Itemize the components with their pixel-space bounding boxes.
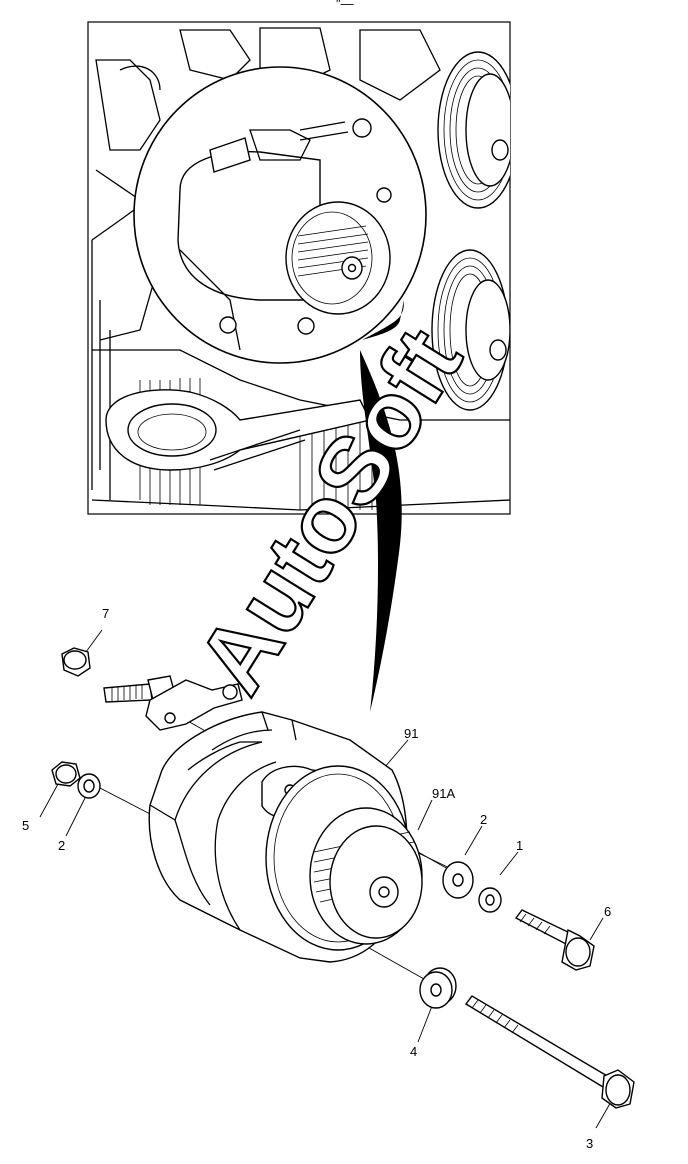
part-4-spacer [419, 967, 457, 1009]
crank-pulley-lower [431, 249, 510, 411]
part-7-nut [61, 647, 91, 677]
engine-inset-view [87, 21, 511, 515]
callout-2-left: 2 [58, 838, 65, 853]
detail-pointer-arrow [360, 350, 402, 712]
callout-3: 3 [586, 1136, 593, 1151]
part-91A-pulley [309, 807, 423, 945]
callout-4: 4 [410, 1044, 417, 1059]
callout-91: 91 [404, 726, 418, 741]
callout-7: 7 [102, 606, 109, 621]
callout-6: 6 [604, 904, 611, 919]
callout-2-right: 2 [480, 812, 487, 827]
callout-5: 5 [22, 818, 29, 833]
part-2-washer-left [77, 773, 101, 799]
part-2-washer-right [442, 861, 474, 899]
crank-pulley-upper [437, 51, 510, 209]
part-1-lock-washer [478, 887, 502, 913]
callout-1: 1 [516, 838, 523, 853]
alternator-inset [177, 118, 392, 351]
header-mark: ″— [336, 0, 354, 11]
adjusting-stud [103, 675, 243, 731]
part-3-long-bolt [464, 995, 635, 1109]
part-6-bolt [514, 909, 595, 971]
part-5-nut [51, 761, 81, 787]
callout-91A: 91A [432, 786, 455, 801]
